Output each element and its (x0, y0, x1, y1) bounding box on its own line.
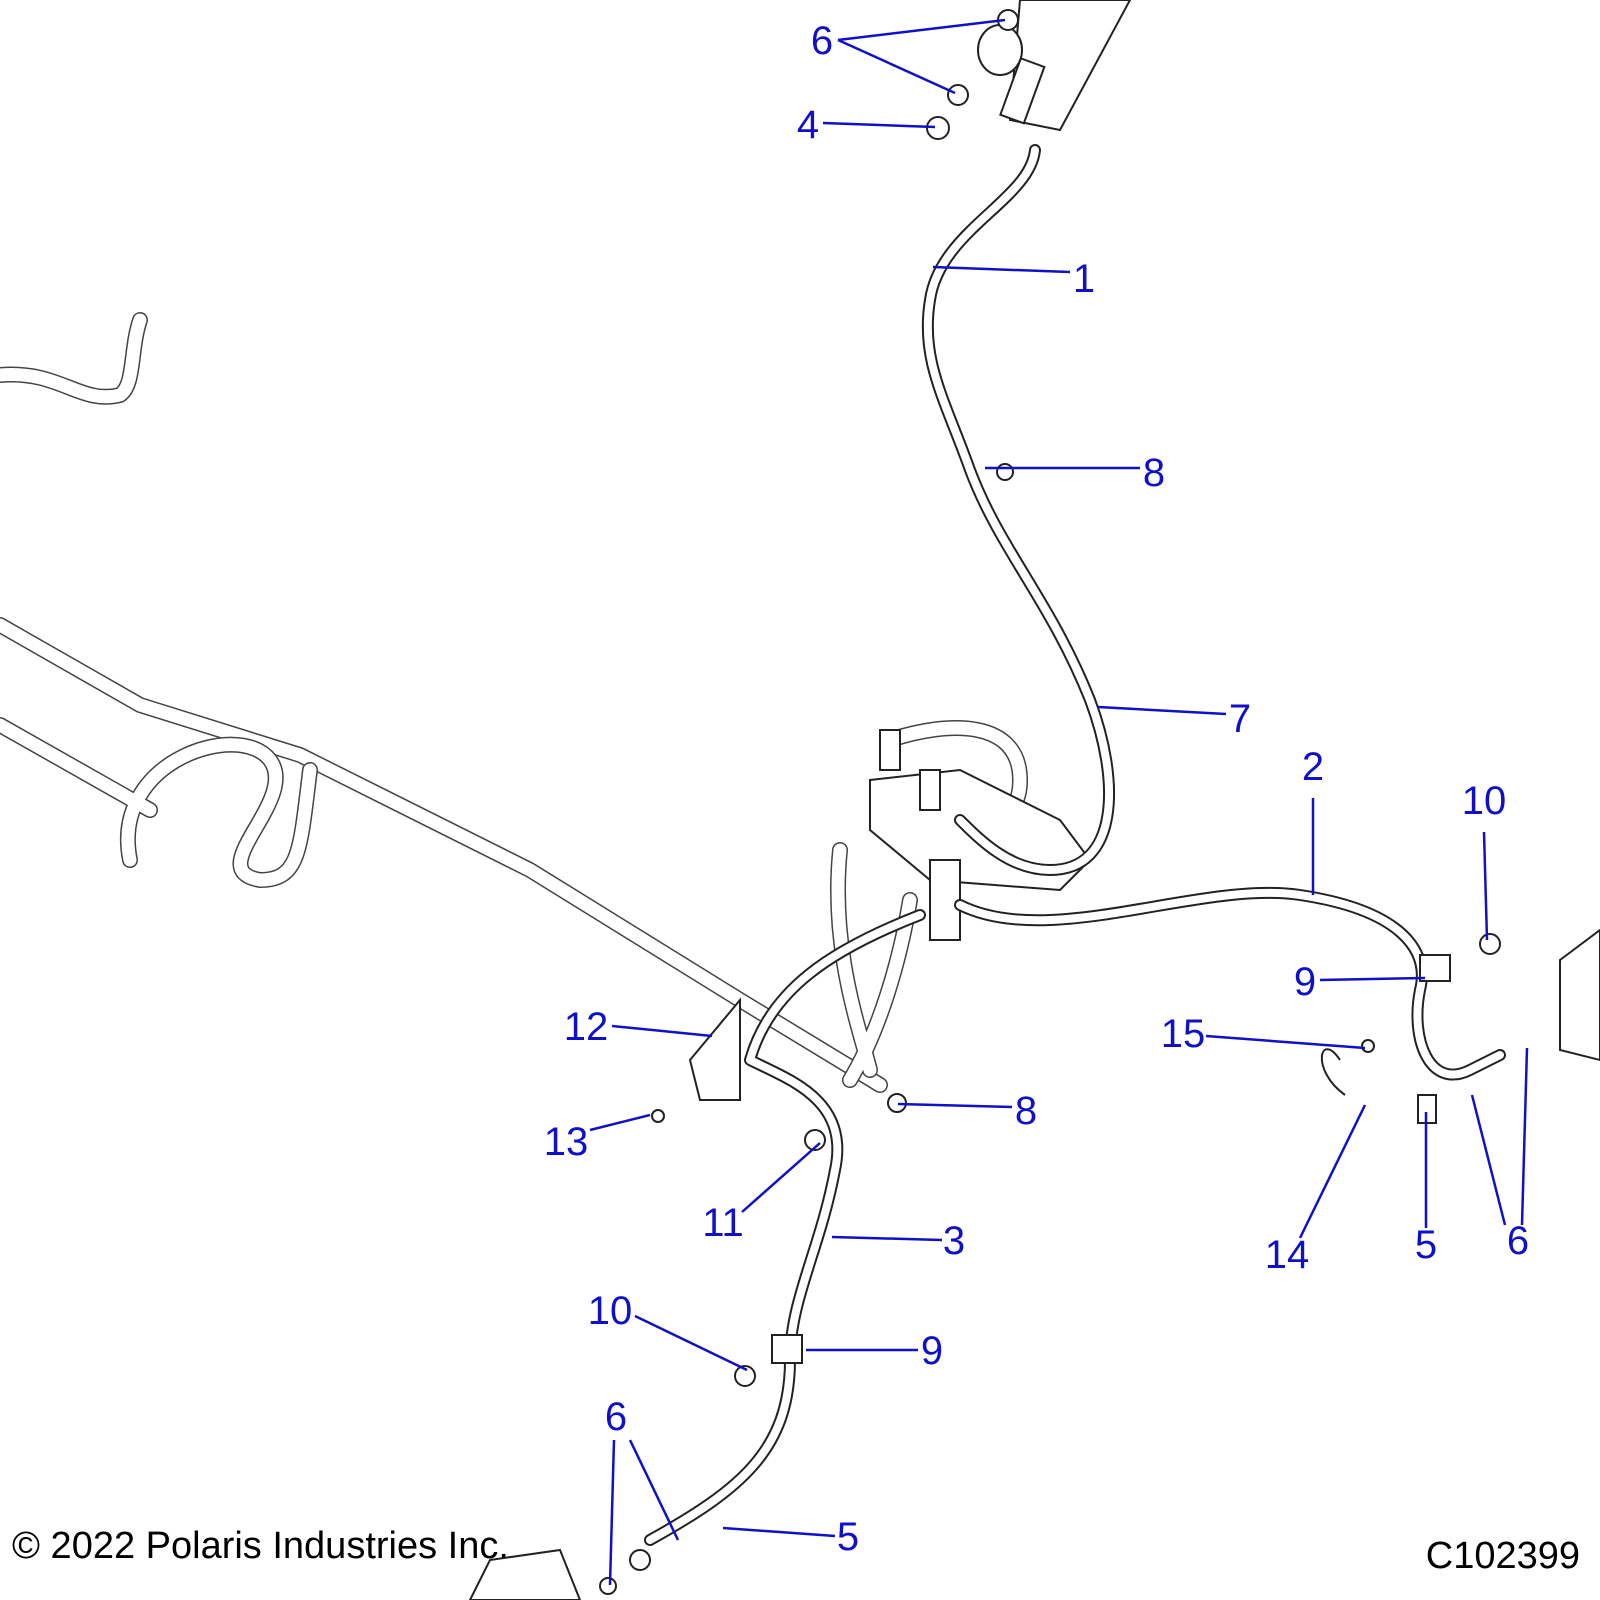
callout-number: 13 (544, 1120, 589, 1164)
callout-number: 7 (1229, 697, 1251, 741)
leader-line (634, 1314, 748, 1372)
hardware (468, 463, 1600, 1600)
callout-number: 5 (1415, 1223, 1437, 1267)
callout-number: 6 (605, 1395, 627, 1439)
brake-pedal-assembly (926, 0, 1132, 140)
callout-number: 14 (1265, 1233, 1310, 1277)
callout-12: 13 (544, 1113, 651, 1164)
leader-line (822, 121, 936, 129)
callout-number: 9 (1294, 960, 1316, 1004)
leader-line (722, 1526, 836, 1538)
callout-number: 5 (837, 1515, 859, 1559)
leader-line (831, 1235, 943, 1242)
leader-line (897, 1102, 1013, 1109)
callout-number: 10 (1462, 779, 1507, 823)
callout-group: 6 4 1 8 7 2 10 9 15 12 8 13 11 3 14 5 6 10 9 6 5 (544, 18, 1529, 1586)
leader-line (1470, 1094, 1507, 1226)
callout-number: 10 (588, 1289, 633, 1333)
callout-5: 7 (1097, 697, 1251, 741)
callout-number: 8 (1143, 451, 1165, 495)
leader-line (741, 1142, 821, 1213)
callout-number: 2 (1302, 745, 1324, 789)
callout-number: 8 (1015, 1089, 1037, 1133)
leader-line (1298, 1104, 1367, 1239)
leader-line (589, 1113, 651, 1132)
leader-line (837, 18, 1006, 42)
callout-19: 9 (806, 1329, 943, 1373)
callout-1: 6 (811, 18, 1006, 95)
leader-line (932, 265, 1071, 274)
callout-number: 15 (1161, 1012, 1206, 1056)
callout-number: 6 (1507, 1219, 1529, 1263)
leader-line (608, 1439, 616, 1586)
callout-2: 4 (797, 103, 936, 147)
callout-15: 14 (1265, 1104, 1367, 1277)
leader-line (1520, 1047, 1529, 1226)
background-brake-tubes (0, 312, 1029, 1093)
callout-number: 3 (943, 1219, 965, 1263)
callout-number: 9 (921, 1329, 943, 1373)
callout-7: 10 (1462, 779, 1507, 941)
callout-9: 15 (1161, 1012, 1366, 1056)
callout-17: 6 (1470, 1047, 1529, 1263)
callout-number: 4 (797, 103, 819, 147)
callout-10: 12 (564, 1005, 713, 1049)
leader-line (611, 1024, 713, 1038)
callout-21: 5 (722, 1515, 859, 1559)
callout-3: 1 (932, 257, 1095, 301)
leader-line (1319, 976, 1426, 982)
callout-6: 2 (1302, 745, 1324, 895)
callout-18: 10 (588, 1289, 748, 1372)
brake-hoses (644, 144, 1506, 1546)
callout-20: 6 (605, 1395, 680, 1586)
callout-number: 12 (564, 1005, 609, 1049)
copyright-notice: © 2022 Polaris Industries Inc. (12, 1525, 509, 1567)
leader-line (1205, 1034, 1366, 1050)
callout-11: 8 (897, 1089, 1037, 1133)
callout-4: 8 (985, 451, 1165, 495)
callout-14: 3 (831, 1219, 965, 1263)
callout-number: 11 (702, 1201, 744, 1245)
callout-13: 11 (702, 1142, 821, 1245)
leader-line (628, 1439, 680, 1541)
callout-16: 5 (1415, 1112, 1437, 1267)
callout-number: 1 (1073, 257, 1095, 301)
diagram-id: C102399 (1425, 1535, 1580, 1577)
callout-number: 6 (811, 19, 833, 63)
callout-8: 9 (1294, 960, 1426, 1004)
leader-line (1482, 831, 1489, 941)
proportioning-valve (869, 729, 1092, 941)
leader-line (1097, 705, 1227, 716)
leader-line (837, 38, 956, 95)
